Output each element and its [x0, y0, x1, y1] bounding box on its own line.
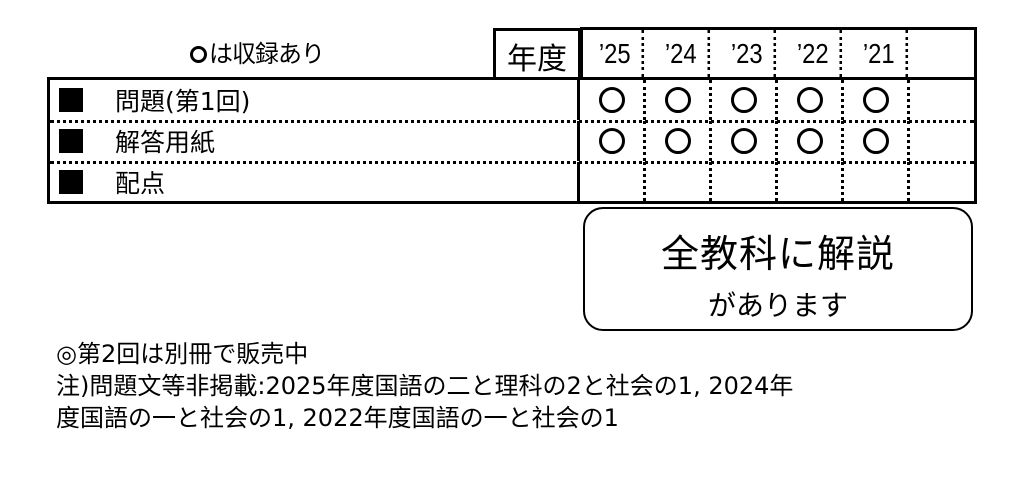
- cell: [844, 80, 910, 120]
- cell: [580, 121, 646, 161]
- cell: [778, 121, 844, 161]
- circle-icon: [796, 87, 823, 113]
- year-col-2022: ’22: [786, 30, 843, 77]
- year-col-2025: ’25: [588, 30, 645, 77]
- year-col-2023: ’23: [720, 30, 777, 77]
- commentary-badge: 全教科に解説 があります: [583, 207, 973, 331]
- cell: [844, 121, 910, 161]
- cell: [580, 80, 646, 120]
- circle-icon: [664, 128, 691, 154]
- legend: は収録あり: [190, 34, 325, 69]
- row-label-text: 解答用紙: [115, 128, 216, 157]
- year-col-2021: ’21: [852, 30, 909, 77]
- legend-text: は収録あり: [209, 40, 325, 68]
- table-row: 配点: [50, 162, 974, 201]
- year-header-row: ’25 ’24 ’23 ’22 ’21: [580, 27, 977, 80]
- cell: [646, 121, 712, 161]
- row-label: 配点: [50, 162, 580, 201]
- cell: [910, 162, 974, 201]
- row-label-text: 配点: [115, 168, 166, 198]
- circle-icon: [190, 46, 207, 63]
- badge-line2: があります: [707, 289, 848, 322]
- cell: [712, 80, 778, 120]
- square-bullet-icon: [59, 169, 83, 194]
- table-row: 解答用紙: [50, 121, 974, 164]
- square-bullet-icon: [59, 129, 83, 153]
- circle-icon: [598, 128, 625, 154]
- note-line3: 度国語の一と社会の1, 2022年度国語の一と社会の1: [56, 404, 619, 432]
- square-bullet-icon: [59, 88, 83, 112]
- circle-icon: [862, 87, 889, 113]
- nendo-header: 年度: [493, 28, 581, 80]
- table-row: 問題(第1回): [50, 80, 974, 123]
- cell: [712, 162, 778, 201]
- notes: ◎第2回は別冊で販売中 注)問題文等非掲載:2025年度国語の二と理科の2と社会…: [56, 338, 976, 434]
- cell: [910, 121, 974, 161]
- cell: [580, 162, 646, 201]
- year-col-2024: ’24: [654, 30, 711, 77]
- circle-icon: [664, 87, 691, 113]
- contents-table: 問題(第1回) 解答用紙 配点: [47, 77, 977, 204]
- badge-line1: 全教科に解説: [660, 232, 895, 276]
- row-label: 解答用紙: [50, 121, 580, 161]
- cell: [646, 80, 712, 120]
- cell: [712, 121, 778, 161]
- circle-icon: [730, 87, 757, 113]
- cell: [910, 80, 974, 120]
- row-label: 問題(第1回): [50, 80, 580, 120]
- cell: [778, 80, 844, 120]
- cell: [778, 162, 844, 201]
- year-col-empty: [918, 30, 970, 77]
- cell: [646, 162, 712, 201]
- circle-icon: [730, 128, 757, 154]
- circle-icon: [598, 87, 625, 113]
- note-line2: 注)問題文等非掲載:2025年度国語の二と理科の2と社会の1, 2024年: [56, 372, 794, 400]
- circle-icon: [796, 128, 823, 154]
- note-line1: ◎第2回は別冊で販売中: [56, 340, 309, 368]
- circle-icon: [862, 128, 889, 154]
- cell: [844, 162, 910, 201]
- row-label-text: 問題(第1回): [115, 87, 251, 116]
